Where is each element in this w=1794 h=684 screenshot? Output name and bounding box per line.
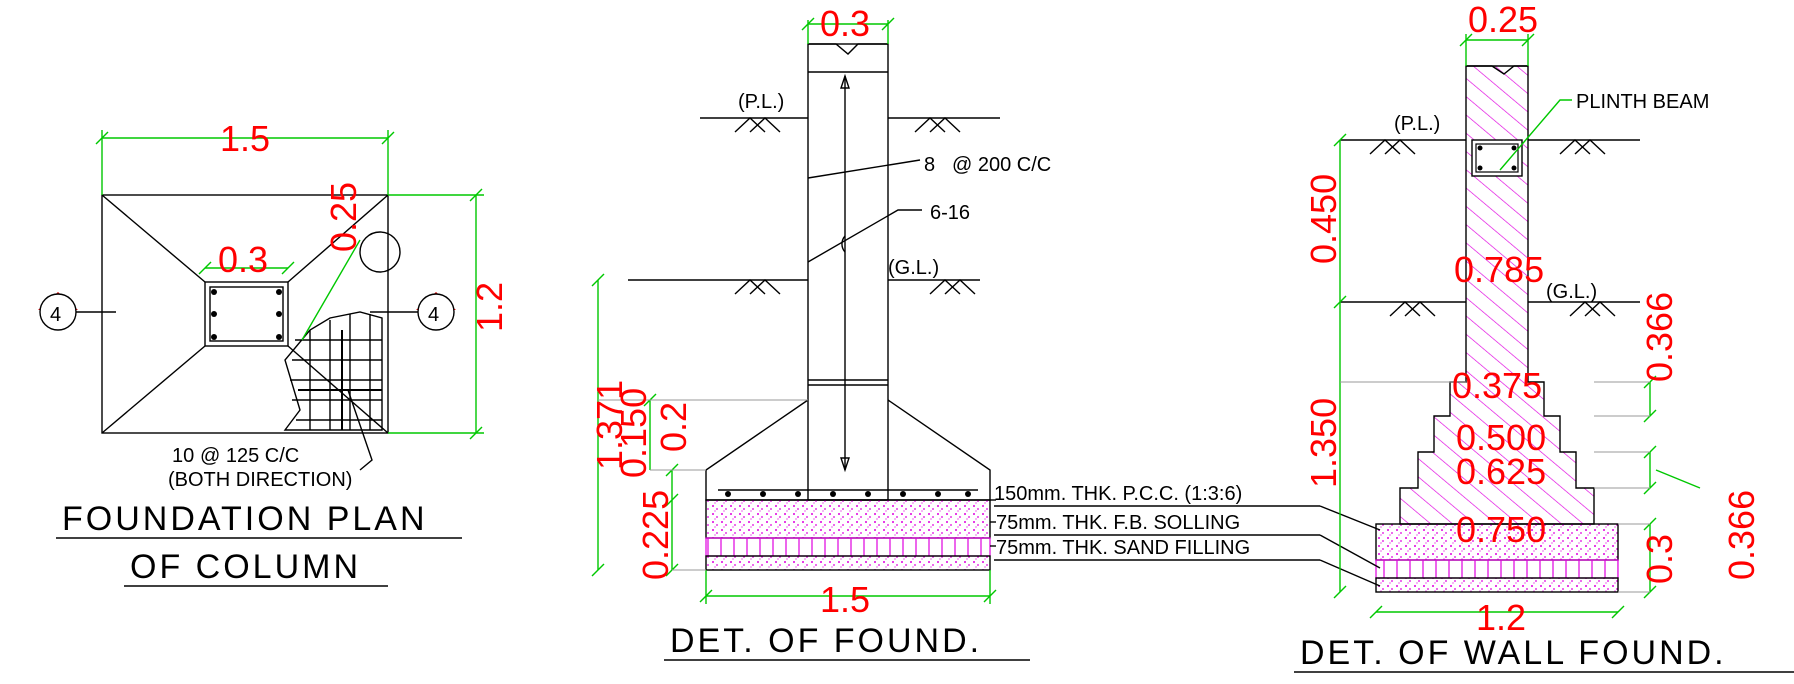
- plan-title-line2: OF COLUMN: [130, 548, 361, 586]
- wall-gl-label: (G.L.): [1546, 281, 1597, 303]
- column-pcc-layer: [705, 499, 991, 539]
- plan-rebar-note-direction: (BOTH DIRECTION): [168, 469, 352, 491]
- plan-reinforcement-grid: [283, 231, 401, 431]
- wall-pcc-layer: [1375, 523, 1619, 561]
- plan-dim-offset: 0.25: [323, 182, 364, 252]
- wall-sand-layer: [1375, 577, 1619, 593]
- wall-dim-step4: 0.750: [1456, 509, 1546, 550]
- column-footing: [705, 399, 991, 501]
- wall-detail-title: DET. OF WALL FOUND.: [1300, 634, 1727, 672]
- column-stirrup-spacing: @ 200 C/C: [952, 154, 1051, 176]
- plan-footing-outline: [101, 194, 389, 434]
- section-marker-right: 4: [370, 292, 456, 331]
- plinth-beam: [1471, 139, 1523, 177]
- wall-dim-step2: 0.500: [1456, 417, 1546, 458]
- wall-dim-wall: 0.785: [1454, 249, 1544, 290]
- column-detail-title: DET. OF FOUND.: [670, 622, 982, 660]
- column-pl-label: (P.L.): [738, 91, 784, 113]
- plan-title-line1: FOUNDATION PLAN: [62, 500, 428, 538]
- section-marker-left: 4: [38, 292, 116, 331]
- plan-dim-width: 1.5: [220, 118, 270, 159]
- column-layer-solling: 75mm. THK. F.B. SOLLING: [996, 512, 1240, 534]
- column-dim-d2: 0.2: [653, 402, 694, 452]
- wall-solling-layer: [1375, 559, 1619, 579]
- column-dim-total: 1.371: [589, 380, 630, 470]
- plinth-beam-label: PLINTH BEAM: [1576, 91, 1709, 113]
- plan-column: [204, 281, 289, 347]
- wall-dim-step1: 0.375: [1452, 365, 1542, 406]
- wall-dim-above-gl: 0.450: [1303, 174, 1344, 264]
- svg-text:4: 4: [50, 304, 61, 326]
- foundation-plan: 4 4 1.5 0.3 0.25 1.2 10 @ 125 C/C (: [38, 118, 510, 587]
- column-layer-pcc: 150mm. THK. P.C.C. (1:3:6): [994, 483, 1242, 505]
- plan-rebar-note-count: 10: [172, 445, 194, 467]
- column-layer-sand: 75mm. THK. SAND FILLING: [996, 537, 1250, 559]
- column-stirrup-size: 8: [924, 154, 935, 176]
- column-main-bars: 6-16: [930, 202, 970, 224]
- wall-dim-pcc: 0.3: [1639, 534, 1680, 584]
- wall-foundation-detail: (P.L.) (G.L.) PLINTH BEAM: [1294, 0, 1794, 673]
- column-dim-d3: 0.225: [635, 490, 676, 580]
- wall-dim-right2: 0.366: [1721, 490, 1762, 580]
- svg-text:4: 4: [428, 304, 439, 326]
- wall-dim-below-gl: 1.350: [1303, 398, 1344, 488]
- wall-pl-label: (P.L.): [1394, 113, 1440, 135]
- column-dim-width: 0.3: [820, 3, 870, 44]
- wall-dim-base: 1.2: [1476, 597, 1526, 638]
- column-sand-layer: [705, 555, 991, 571]
- column-dim-base: 1.5: [820, 579, 870, 620]
- column-solling-layer: [705, 537, 991, 557]
- column-stem: [807, 43, 889, 501]
- column-gl-label: (G.L.): [888, 257, 939, 279]
- wall-dim-step3: 0.625: [1456, 451, 1546, 492]
- column-foundation-detail: (P.L.) (G.L.) 8 @ 200 C/C 6-16 150: [589, 3, 1320, 661]
- wall-dim-right: 0.366: [1639, 292, 1680, 382]
- plan-dim-column: 0.3: [218, 239, 268, 280]
- plan-rebar-note-spacing: @ 125 C/C: [200, 445, 299, 467]
- plan-dim-height: 1.2: [469, 282, 510, 332]
- wall-dim-top: 0.25: [1468, 0, 1538, 40]
- column-dim-d1: 0.150: [613, 388, 654, 478]
